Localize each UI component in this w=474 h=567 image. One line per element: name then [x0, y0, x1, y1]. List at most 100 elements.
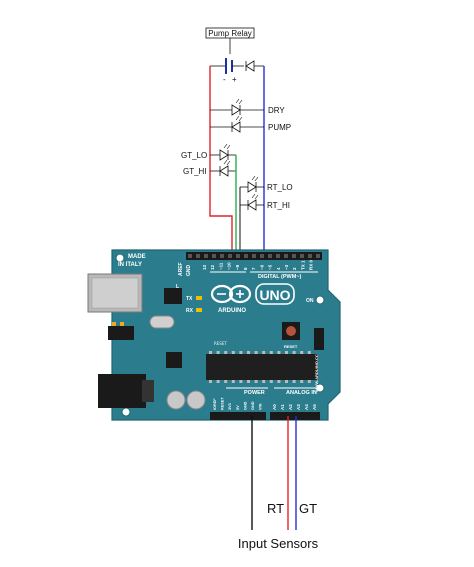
digital-pin-label: ~10 — [227, 262, 232, 270]
digital-pin-label: ~3 — [284, 264, 289, 270]
chip-leg — [285, 351, 288, 354]
rt-sensor-label: RT — [267, 501, 284, 516]
chip-leg — [300, 380, 304, 383]
gt-hi-label: GT_HI — [183, 167, 207, 176]
chip-leg — [300, 351, 304, 354]
digital-pin-label: 12 — [210, 264, 215, 270]
analog-pin-label: A2 — [288, 404, 293, 410]
pump-led-icon — [210, 115, 264, 133]
cap-orange-1 — [112, 322, 116, 326]
digital-pin-label: ~9 — [235, 264, 240, 270]
pump-relay-label: Pump Relay — [208, 29, 252, 38]
l-led-label: L — [176, 284, 179, 290]
digital-pin-label: 4 — [276, 267, 281, 270]
red-wire-top — [209, 66, 233, 252]
chip-leg — [307, 351, 311, 354]
on-label: ON — [306, 298, 314, 304]
digital-pin-label: 7 — [251, 267, 256, 270]
power-header — [210, 412, 266, 420]
chip-leg — [216, 351, 220, 354]
chip-leg — [224, 380, 228, 383]
aref-label: AREF — [178, 262, 184, 276]
gt-sensor-label: GT — [299, 501, 317, 516]
mount-hole-1 — [115, 253, 125, 263]
dc-power-jack — [98, 374, 146, 408]
header-pin — [284, 254, 288, 258]
made-label: MADE — [128, 254, 146, 260]
usb-inner — [91, 277, 139, 309]
reset-vlabel: RESET — [214, 341, 227, 346]
header-pin — [252, 254, 256, 258]
analog-pin-label: A5 — [312, 404, 317, 410]
chip-leg — [231, 351, 235, 354]
arduino-logo-icon — [210, 284, 252, 304]
capacitor-2 — [186, 390, 206, 410]
chip-leg — [239, 380, 243, 383]
tx-label: TX — [186, 296, 193, 302]
header-pin — [292, 254, 296, 258]
gt-lo-led-icon — [210, 143, 236, 161]
analog-pin-label: A1 — [280, 404, 285, 410]
chip-leg — [262, 380, 266, 383]
reset-label: RESET — [284, 344, 298, 349]
tx-led — [196, 296, 202, 300]
arduino-label: ARDUINO — [218, 308, 246, 314]
chip-leg — [209, 351, 212, 354]
chip-leg — [307, 380, 311, 383]
reset-button-cap — [286, 326, 296, 336]
chip-leg — [254, 351, 258, 354]
chip-leg — [216, 380, 220, 383]
mount-hole-4 — [121, 407, 131, 417]
header-pin — [188, 254, 192, 258]
header-pin — [316, 254, 320, 258]
header-pin — [220, 254, 224, 258]
power-label: POWER — [244, 390, 265, 396]
analog-pin-label: A0 — [272, 404, 277, 410]
regulator-chip — [166, 352, 182, 368]
chip-leg — [231, 380, 235, 383]
cap-orange-2 — [120, 322, 124, 326]
header-pin — [228, 254, 232, 258]
digital-pin-label: TX 1 — [300, 260, 305, 270]
header-pin — [268, 254, 272, 258]
gt-lo-label: GT_LO — [181, 151, 207, 160]
mount-hole-2 — [315, 295, 325, 305]
chip-leg — [254, 380, 258, 383]
power-pin-label: VIN — [259, 403, 263, 410]
rt-hi-led-icon — [240, 193, 264, 211]
chip-leg — [247, 380, 250, 383]
digital-pin-label: 8 — [243, 267, 248, 270]
digital-pin-label: 2 — [292, 267, 297, 270]
chip-legs — [209, 351, 311, 383]
in-italy-label: IN ITALY — [118, 262, 142, 268]
chip-leg — [285, 380, 288, 383]
chip-leg — [239, 351, 243, 354]
relay-plus: + — [232, 75, 237, 84]
header-pin — [236, 254, 240, 258]
power-pin-label: IOREF — [213, 398, 217, 410]
dc-jack-tip — [142, 380, 154, 402]
power-pin-label: 3V3 — [228, 403, 232, 410]
dry-label: DRY — [268, 106, 285, 115]
digital-pin-label: ~11 — [218, 262, 223, 270]
header-pin — [204, 254, 208, 258]
dry-led-icon — [210, 98, 264, 116]
chip-leg — [247, 351, 250, 354]
website-label: WWW.ARDUINO.CC — [314, 354, 319, 392]
input-sensors-label: Input Sensors — [238, 536, 319, 551]
usb-chip — [164, 288, 182, 304]
digital-pin-label: RX 0 — [309, 259, 314, 270]
header-pin — [276, 254, 280, 258]
crystal-block — [108, 326, 134, 340]
header-pin — [196, 254, 200, 258]
analog-header — [270, 412, 320, 420]
header-pin — [300, 254, 304, 258]
digital-header-pins — [188, 254, 320, 258]
digital-pin-label: ~5 — [268, 264, 273, 270]
analog-pin-label: A3 — [296, 404, 301, 410]
